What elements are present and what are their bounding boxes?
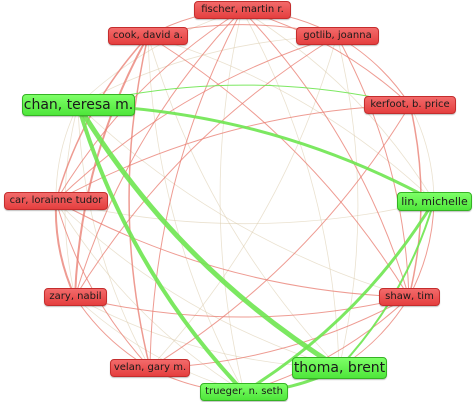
link-gotlib-velan <box>149 35 338 369</box>
link-gotlib-car <box>55 35 338 202</box>
link-lin-cook <box>147 35 435 202</box>
node-label: car, lorainne tudor <box>9 195 103 206</box>
node-label: cook, david a. <box>113 30 183 41</box>
link-chan-velan <box>77 104 151 369</box>
node-fischer[interactable]: fischer, martin r. <box>194 1 291 19</box>
node-zary[interactable]: zary, nabil <box>44 288 107 306</box>
link-cook-shaw <box>147 35 410 298</box>
link-lin-shaw <box>408 200 435 298</box>
link-zary-shaw <box>74 296 410 318</box>
link-thoma-gotlib <box>336 35 359 369</box>
node-kerfoot[interactable]: kerfoot, b. price <box>364 96 456 114</box>
link-lin-trueger <box>242 199 436 394</box>
link-trueger-zary <box>74 296 245 393</box>
node-label: velan, gary m. <box>113 362 187 373</box>
link-fischer-kerfoot <box>241 9 411 106</box>
node-label: trueger, n. seth <box>205 386 283 397</box>
node-label: thoma, brent <box>293 360 386 376</box>
link-lin-fischer <box>241 9 435 202</box>
link-cook-zary <box>74 35 149 298</box>
node-thoma[interactable]: thoma, brent <box>292 357 387 379</box>
link-kerfoot-car <box>55 104 411 202</box>
link-cook-velan <box>128 35 151 369</box>
link-chan-thoma <box>75 102 342 371</box>
link-chan-trueger <box>76 103 246 394</box>
link-lin-kerfoot <box>409 104 435 202</box>
link-fischer-car <box>55 9 243 202</box>
link-car-zary <box>54 200 76 298</box>
link-car-shaw <box>55 200 410 298</box>
node-trueger[interactable]: trueger, n. seth <box>200 383 288 401</box>
link-kerfoot-velan <box>149 104 411 369</box>
link-thoma-cook <box>147 35 340 369</box>
link-trueger-fischer <box>219 9 245 393</box>
node-chan[interactable]: chan, teresa m. <box>22 94 135 116</box>
node-shaw[interactable]: shaw, tim <box>379 288 440 306</box>
link-gotlib-shaw <box>336 35 410 298</box>
link-fischer-shaw <box>241 9 410 298</box>
node-gotlib[interactable]: gotlib, joanna <box>296 27 379 45</box>
link-chan-fischer <box>77 9 243 106</box>
node-label: kerfoot, b. price <box>370 99 450 110</box>
link-trueger-car <box>55 200 245 393</box>
node-label: fischer, martin r. <box>201 4 284 15</box>
node-lin[interactable]: lin, michelle <box>397 192 472 211</box>
node-car[interactable]: car, lorainne tudor <box>4 192 108 210</box>
node-label: shaw, tim <box>385 291 434 302</box>
link-trueger-cook <box>147 35 245 393</box>
link-fischer-velan <box>149 9 243 369</box>
node-cook[interactable]: cook, david a. <box>108 27 188 45</box>
node-label: chan, teresa m. <box>23 97 134 113</box>
link-chan-shaw <box>77 104 410 298</box>
link-thoma-fischer <box>241 9 340 369</box>
node-velan[interactable]: velan, gary m. <box>110 359 190 377</box>
link-chan-lin <box>76 103 436 203</box>
node-label: zary, nabil <box>49 291 102 302</box>
node-label: gotlib, joanna <box>303 30 372 41</box>
link-fischer-zary <box>74 9 243 298</box>
node-label: lin, michelle <box>401 195 468 208</box>
link-gotlib-zary <box>74 35 338 298</box>
